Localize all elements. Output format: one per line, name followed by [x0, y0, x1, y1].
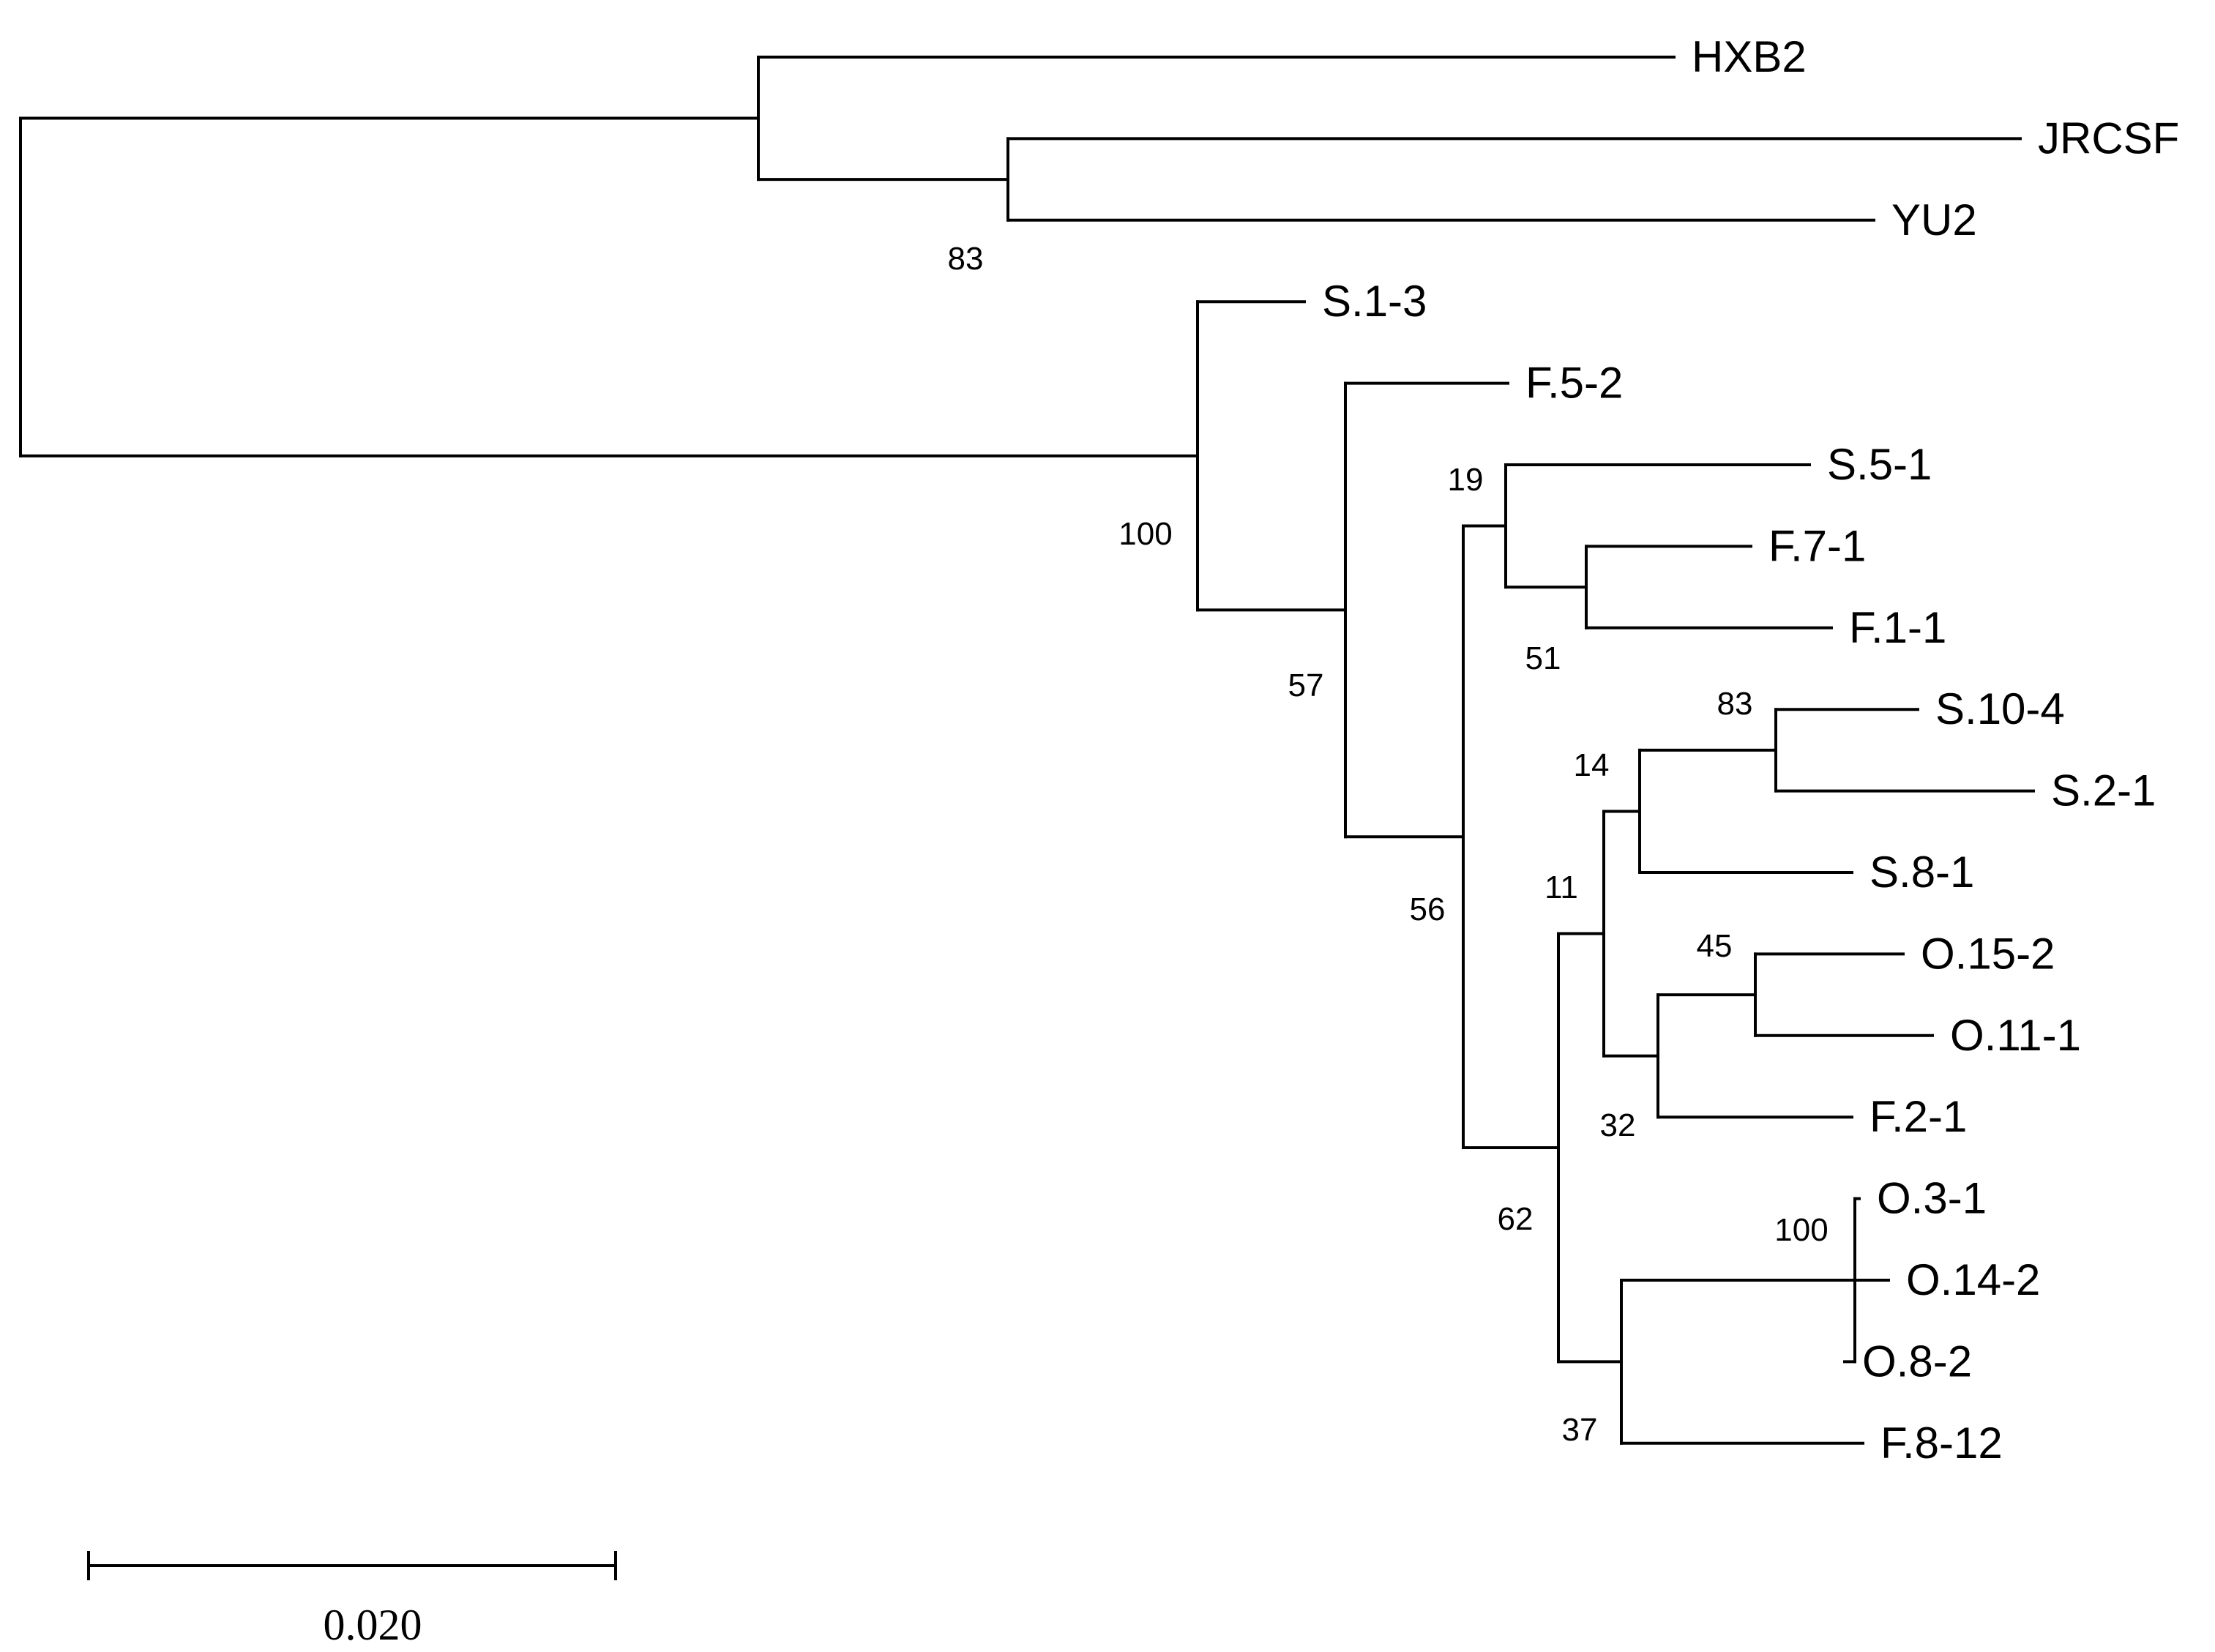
bootstrap-value: 14: [1574, 747, 1610, 783]
leaf-label: S.5-1: [1827, 440, 1932, 489]
leaf-label: S.2-1: [2051, 766, 2156, 815]
scale-bar: 0.020: [87, 1551, 617, 1649]
leaf-label: S.8-1: [1870, 848, 1974, 897]
bootstrap-value: 62: [1498, 1201, 1534, 1237]
tree-branches: [19, 56, 2035, 1445]
leaf-label: F.2-1: [1870, 1092, 1967, 1141]
bootstrap-value: 11: [1544, 870, 1578, 905]
leaf-label: F.8-12: [1880, 1419, 2003, 1468]
leaf-label: O.15-2: [1921, 929, 2055, 978]
scale-bar-label: 0.020: [324, 1601, 422, 1649]
leaf-label: O.11-1: [1950, 1011, 2081, 1060]
leaf-label: O.8-2: [1862, 1337, 1972, 1386]
bootstrap-value: 100: [1118, 516, 1172, 552]
leaf-label: F.5-2: [1525, 359, 1623, 408]
bootstrap-value: 83: [1717, 686, 1753, 722]
leaf-label: S.10-4: [1935, 684, 2065, 733]
leaf-label: YU2: [1891, 195, 1977, 244]
bootstrap-value: 57: [1288, 668, 1324, 703]
leaf-label: O.3-1: [1877, 1174, 1987, 1223]
bootstrap-value: 19: [1448, 462, 1484, 498]
leaf-label: HXB2: [1692, 32, 1807, 81]
bootstrap-value: 37: [1562, 1412, 1598, 1448]
bootstrap-value: 100: [1774, 1212, 1828, 1248]
leaf-label: F.1-1: [1849, 603, 1946, 652]
bootstrap-value: 83: [948, 241, 984, 277]
leaf-label: F.7-1: [1768, 521, 1866, 570]
bootstrap-value: 45: [1697, 928, 1733, 964]
leaf-label: O.14-2: [1906, 1255, 2040, 1304]
leaf-label: JRCSF: [2038, 113, 2179, 162]
bootstrap-values: 83 51 19 83 14 45 32 11 100 37 62 56 57 100: [948, 241, 1829, 1448]
bootstrap-value: 32: [1600, 1107, 1636, 1143]
bootstrap-value: 51: [1525, 640, 1561, 676]
bootstrap-value: 56: [1410, 892, 1446, 927]
leaf-label: S.1-3: [1322, 277, 1427, 326]
